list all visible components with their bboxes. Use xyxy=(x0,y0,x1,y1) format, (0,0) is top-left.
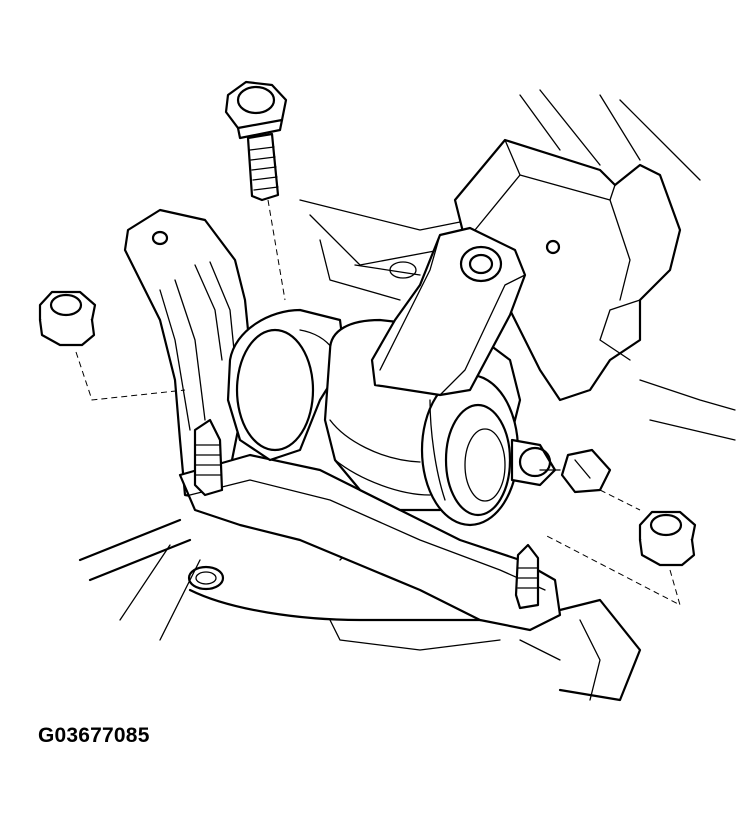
subframe-hole xyxy=(187,565,225,591)
figure-code: G03677085 xyxy=(38,724,150,747)
mount-cylinder-face xyxy=(420,373,520,527)
side-bolt xyxy=(560,448,612,494)
strap-bolt-head xyxy=(459,245,503,283)
assembly-leader-lines xyxy=(75,199,681,606)
left-stud xyxy=(193,418,224,497)
left-flange-nut xyxy=(38,290,97,347)
mount-base-plate xyxy=(178,453,562,632)
upper-bolt xyxy=(224,80,288,202)
right-flange-nut xyxy=(638,510,697,567)
transmission-bracket xyxy=(453,138,682,402)
right-stud xyxy=(514,543,540,610)
body-hole xyxy=(389,261,417,279)
through-bolt xyxy=(510,438,561,487)
